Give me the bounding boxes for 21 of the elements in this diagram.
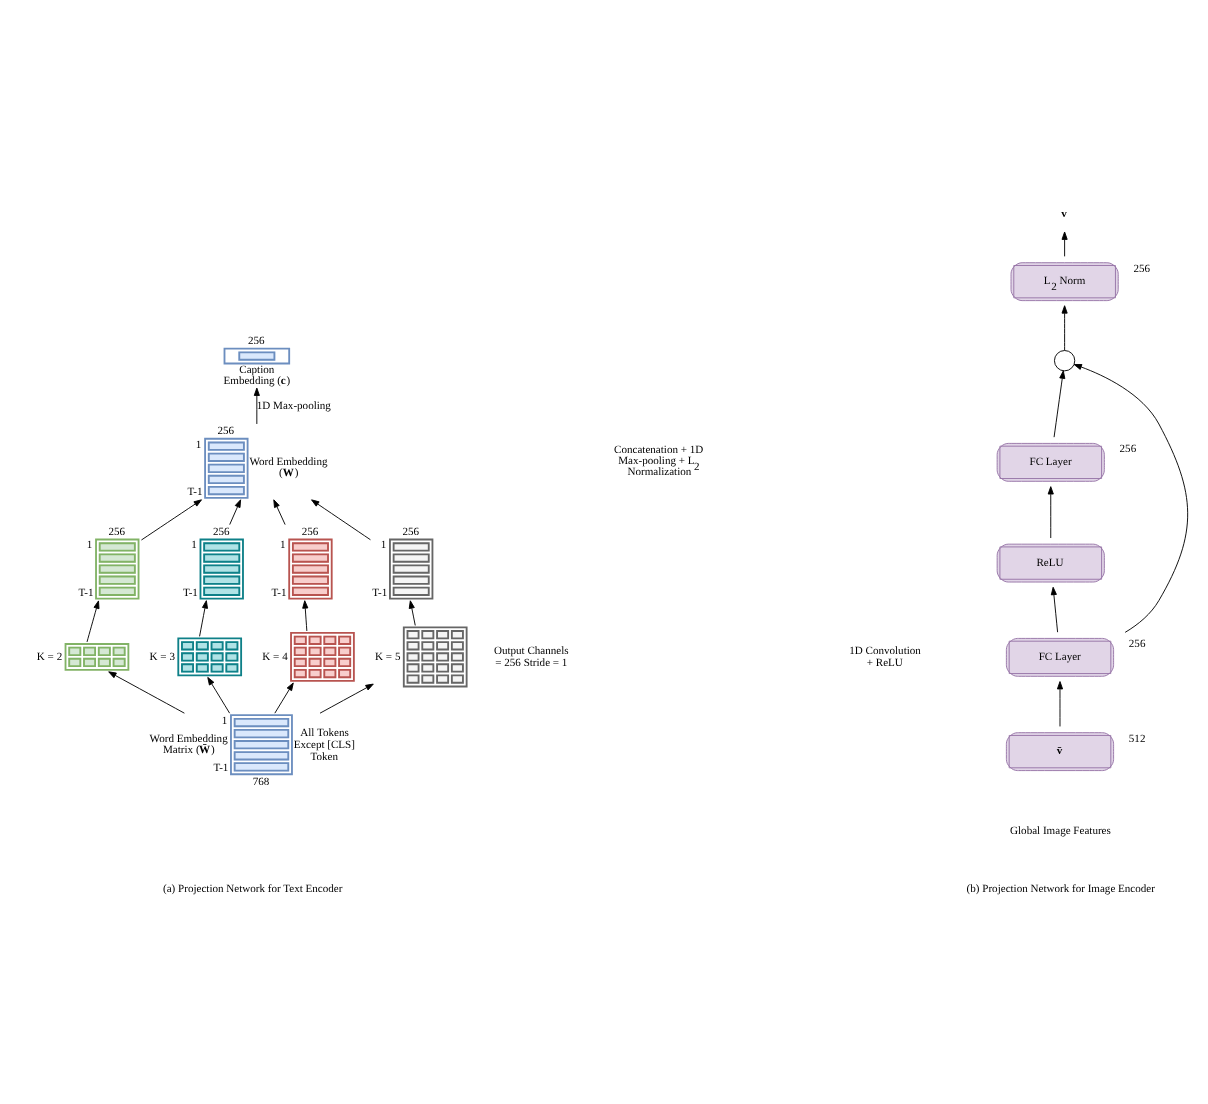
arrow (1073, 364, 1189, 633)
arrow (1053, 370, 1066, 438)
arrow (273, 499, 286, 526)
arrow (207, 676, 231, 714)
arrow (1056, 681, 1064, 727)
arrow (302, 600, 309, 632)
arrow (408, 600, 416, 626)
arrow (253, 387, 260, 425)
arrow (319, 683, 374, 714)
arrow (140, 499, 202, 541)
node-circle (1054, 350, 1076, 372)
arrow (1047, 486, 1054, 539)
arrow (86, 600, 100, 643)
arrow (199, 600, 208, 637)
arrow (108, 671, 185, 714)
arrow (311, 499, 371, 541)
arrow (1050, 586, 1059, 633)
arrow (274, 682, 294, 714)
arrow (1061, 231, 1068, 257)
arrow (229, 499, 242, 526)
arrow (1061, 305, 1068, 351)
